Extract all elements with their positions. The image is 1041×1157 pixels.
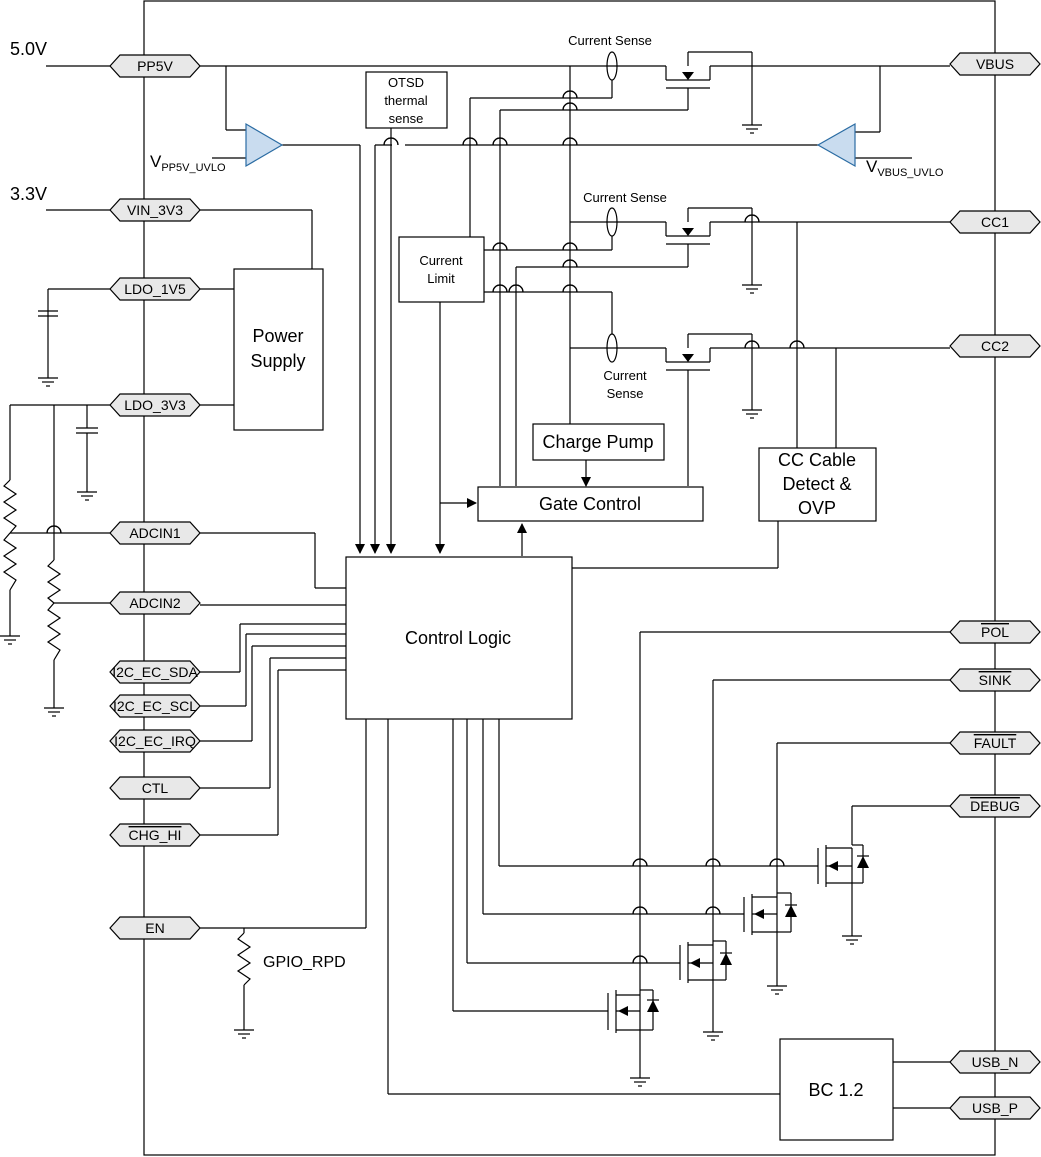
pin-i2c-ec-irq: I2C_EC_IRQ [109, 729, 201, 753]
uvlo-comparator-vbus [816, 122, 856, 168]
pin-chg-hi: CHG_HI [109, 823, 201, 847]
svg-text:PP5V: PP5V [137, 58, 173, 74]
svg-text:I2C_EC_SDA: I2C_EC_SDA [112, 664, 198, 680]
pin-fault: FAULT [949, 731, 1041, 755]
supply-3v3-label: 3.3V [10, 184, 47, 204]
ground-symbols [0, 124, 862, 1087]
power-supply-block: Power Supply [233, 268, 324, 431]
pin-ldo-3v3: LDO_3V3 [109, 393, 201, 417]
pin-cc1: CC1 [949, 210, 1041, 234]
chip-outline [143, 0, 996, 1156]
svg-text:CTL: CTL [142, 780, 169, 796]
svg-text:DEBUG: DEBUG [970, 798, 1020, 814]
pin-pol: POL [949, 620, 1041, 644]
svg-text:POL: POL [981, 624, 1009, 640]
svg-text:ADCIN2: ADCIN2 [129, 595, 181, 611]
bc12-label: BC 1.2 [808, 1080, 863, 1100]
pin-debug: DEBUG [949, 794, 1041, 818]
wires [9, 51, 950, 1109]
svg-text:USB_P: USB_P [972, 1100, 1018, 1116]
gpio-rpd-label: GPIO_RPD [263, 954, 346, 971]
nmos-sink [679, 940, 732, 983]
svg-text:ADCIN1: ADCIN1 [129, 525, 181, 541]
otsd-block: OTSD thermal sense [365, 71, 448, 129]
resistor-divider-1 [2, 479, 18, 591]
control-logic-label: Control Logic [405, 628, 511, 648]
vvbus-uvlo-subscript: VBUS_UVLO [877, 167, 943, 179]
nmos-debug [817, 844, 869, 887]
pin-pp5v: PP5V [109, 54, 201, 78]
power-supply-label-1: Power [252, 326, 303, 346]
svg-text:LDO_3V3: LDO_3V3 [124, 397, 186, 413]
power-fet-cc1 [665, 208, 711, 245]
cc-cable-label-2: Detect & [782, 474, 851, 494]
current-sense-2 [606, 207, 618, 237]
svg-text:LDO_1V5: LDO_1V5 [124, 281, 186, 297]
pin-adcin1: ADCIN1 [109, 521, 201, 545]
svg-text:VIN_3V3: VIN_3V3 [127, 202, 183, 218]
pin-vin-3v3: VIN_3V3 [109, 198, 201, 222]
pin-ctl: CTL [109, 776, 201, 800]
svg-text:USB_N: USB_N [972, 1054, 1019, 1070]
cc-cable-label-3: OVP [798, 498, 836, 518]
wire-crossovers [46, 90, 805, 964]
otsd-label-3: sense [389, 111, 424, 126]
current-sense-label-3a: Current [603, 368, 647, 383]
bc12-block: BC 1.2 [779, 1038, 894, 1141]
svg-text:SINK: SINK [979, 672, 1012, 688]
power-fet-cc2 [665, 334, 711, 371]
pin-i2c-ec-scl: I2C_EC_SCL [109, 694, 201, 718]
vpp5v-uvlo-label: VPP5V_UVLO [150, 152, 226, 174]
svg-text:CHG_HI: CHG_HI [129, 827, 182, 843]
resistor-gpio-rpd [236, 932, 252, 986]
nmos-pol [607, 989, 659, 1033]
current-sense-3 [606, 333, 618, 363]
cc-cable-detect-block: CC Cable Detect & OVP [758, 447, 877, 522]
pin-cc2: CC2 [949, 334, 1041, 358]
pin-usb-n: USB_N [949, 1050, 1041, 1074]
svg-text:EN: EN [145, 920, 164, 936]
svg-text:I2C_EC_IRQ: I2C_EC_IRQ [114, 733, 196, 749]
current-limit-label-2: Limit [427, 271, 455, 286]
svg-text:CC2: CC2 [981, 338, 1009, 354]
gate-control-block: Gate Control [477, 486, 704, 522]
nmos-fault [743, 892, 797, 935]
power-fet-vbus [665, 66, 711, 89]
pin-i2c-ec-sda: I2C_EC_SDA [109, 660, 201, 684]
current-limit-block: Current Limit [398, 236, 485, 303]
current-limit-label-1: Current [419, 253, 463, 268]
otsd-label-1: OTSD [388, 75, 424, 90]
gate-control-label: Gate Control [539, 494, 641, 514]
vpp5v-uvlo-subscript: PP5V_UVLO [161, 162, 226, 174]
charge-pump-label: Charge Pump [542, 432, 653, 452]
svg-text:VBUS: VBUS [976, 56, 1014, 72]
uvlo-comparator-pp5v [245, 122, 284, 168]
current-sense-label-1: Current Sense [568, 33, 652, 48]
pin-en: EN [109, 916, 201, 940]
svg-text:I2C_EC_SCL: I2C_EC_SCL [113, 698, 197, 714]
pin-adcin2: ADCIN2 [109, 591, 201, 615]
pin-vbus: VBUS [949, 52, 1041, 76]
supply-5v-label: 5.0V [10, 39, 47, 59]
svg-text:FAULT: FAULT [974, 735, 1017, 751]
svg-text:CC1: CC1 [981, 214, 1009, 230]
current-sense-1 [606, 51, 618, 81]
control-logic-block: Control Logic [345, 556, 573, 720]
otsd-label-2: thermal [384, 93, 427, 108]
cc-cable-label-1: CC Cable [778, 450, 856, 470]
vvbus-uvlo-label: VVBUS_UVLO [866, 157, 944, 179]
current-sense-label-2: Current Sense [583, 190, 667, 205]
pin-usb-p: USB_P [949, 1096, 1041, 1120]
pin-sink: SINK [949, 668, 1041, 692]
pin-ldo-1v5: LDO_1V5 [109, 277, 201, 301]
charge-pump-block: Charge Pump [532, 423, 665, 461]
resistor-divider-2 [46, 559, 62, 661]
current-sense-label-3b: Sense [607, 386, 644, 401]
power-supply-label-2: Supply [250, 351, 305, 371]
